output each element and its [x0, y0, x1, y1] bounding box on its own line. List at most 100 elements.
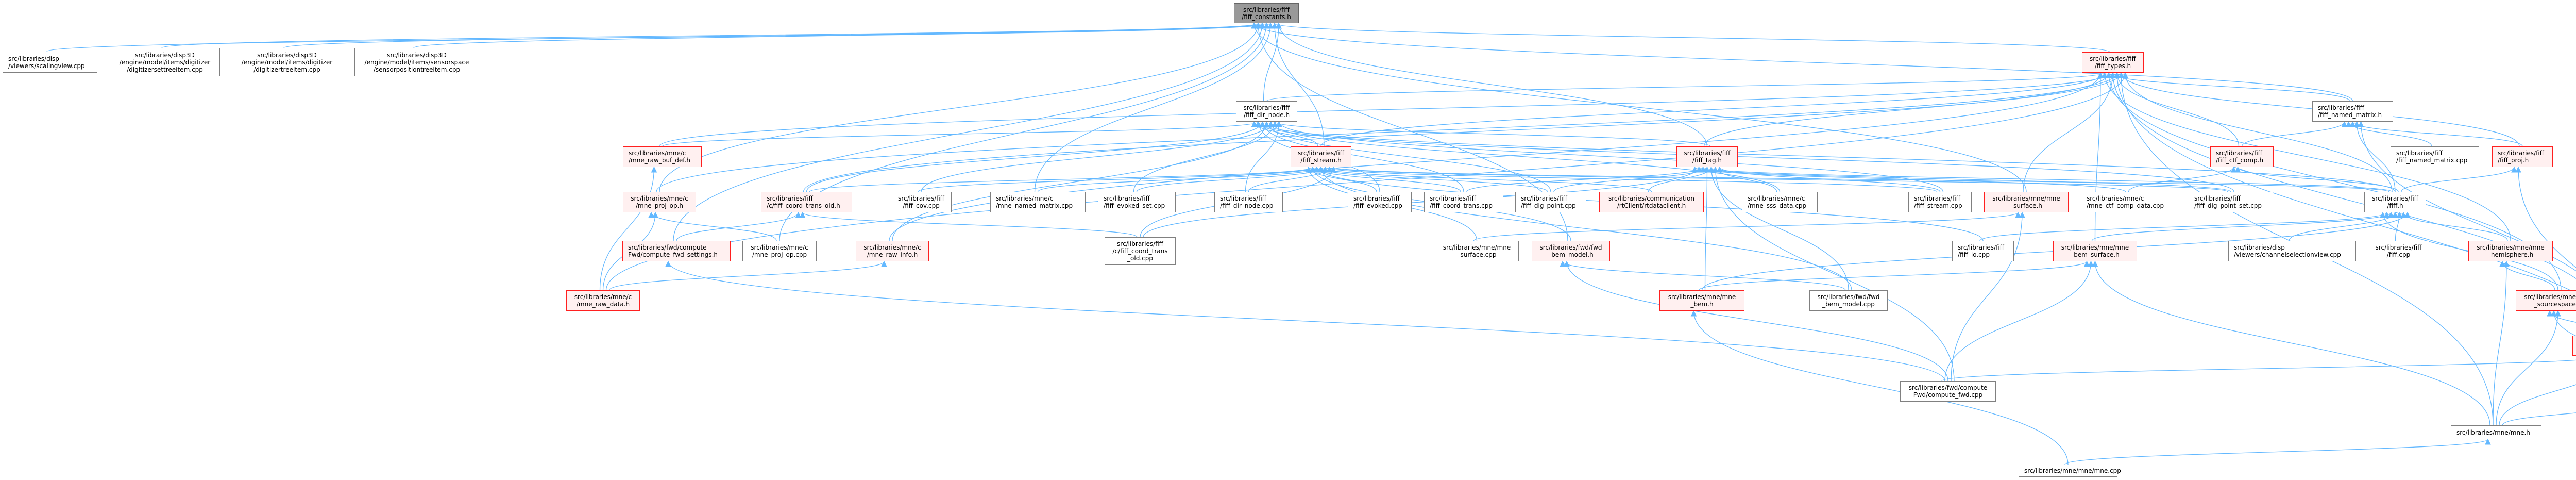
edge-compute-fwd-cpp-to-fiff-tag [1712, 166, 1955, 382]
edge-fiff-cov-cpp-to-fiff-dir-node-h [921, 121, 1274, 192]
graph-node-mne-bem-surface[interactable]: src/libraries/mne/mne_bem_surface.h [2053, 241, 2137, 261]
graph-node-fiff-dig-point-set-cpp[interactable]: src/libraries/fiff/fiff_dig_point_set.cp… [2189, 192, 2273, 212]
graph-node-mne-surface-cpp[interactable]: src/libraries/mne/mne_surface.cpp [1435, 241, 1519, 261]
graph-node-mne-raw-buf-def[interactable]: src/libraries/mne/c/mne_raw_buf_def.h [623, 146, 702, 167]
graph-node-fiff-cov-cpp[interactable]: src/libraries/fiff/fiff_cov.cpp [891, 192, 952, 212]
graph-node-fiff-types[interactable]: src/libraries/fiff/fiff_types.h [2082, 52, 2144, 73]
graph-node-mne-raw-data[interactable]: src/libraries/mne/c/mne_raw_data.h [566, 290, 640, 311]
edge-fiff-dig-point-set-cpp-to-fiff-tag [1696, 166, 2231, 192]
edge-mne-bem-to-mne-bem-surface [1698, 260, 2090, 291]
node-label-line: src/libraries/fiff [2375, 244, 2422, 251]
edge-mne-forwardsolution-to-mne-sourcespace [2547, 310, 2576, 323]
node-label-line: src/libraries/mne/c [631, 195, 688, 202]
edge-fiff-tag-to-fiff-dir-node-h [1272, 121, 1711, 147]
graph-node-mne-named-matrix-cpp[interactable]: src/libraries/mne/c/mne_named_matrix.cpp [990, 192, 1086, 212]
graph-node-fiff-stream-h[interactable]: src/libraries/fiff/fiff_stream.h [1291, 146, 1351, 167]
graph-node-fiff-evoked-cpp[interactable]: src/libraries/fiff/fiff_evoked.cpp [1348, 192, 1412, 212]
node-label-line: /viewers/scalingview.cpp [8, 62, 85, 70]
graph-node-fiff-dir-node-cpp[interactable]: src/libraries/fiff/fiff_dir_node.cpp [1214, 192, 1283, 212]
graph-node-fiff-h[interactable]: src/libraries/fiff/fiff.h [2364, 192, 2426, 212]
node-label-line: src/libraries/disp [8, 55, 59, 62]
node-label-line: _bem.h [1690, 301, 1714, 308]
edge-fiff-dig-point-set-cpp-to-fiff-stream-h [1326, 166, 2228, 192]
graph-node-mne-sourcespace[interactable]: src/libraries/mne/mne_sourcespace.h [2516, 290, 2576, 311]
edge-mne-cpp-to-mne-bem [1690, 310, 2069, 465]
graph-node-fiff-proj[interactable]: src/libraries/fiff/fiff_proj.h [2492, 146, 2553, 167]
node-label-line: src/libraries/fiff [2372, 195, 2418, 202]
graph-node-fwd-bem-model-h[interactable]: src/libraries/fwd/fwd_bem_model.h [1532, 241, 1610, 261]
node-label-line: src/libraries/mne/c [1748, 195, 1805, 202]
edge-fiff-dir-node-h-to-fiff-constants [1263, 22, 1282, 102]
graph-node-fiff-dir-node-h[interactable]: src/libraries/fiff/fiff_dir_node.h [1236, 101, 1297, 122]
graph-node-fiff-ctf-comp[interactable]: src/libraries/fiff/fiff_ctf_comp.h [2210, 146, 2274, 167]
graph-node-fwd-bem-model-cpp[interactable]: src/libraries/fwd/fwd_bem_model.cpp [1809, 290, 1888, 311]
node-label-line: /fiff_dig_point.cpp [1521, 202, 1576, 209]
graph-node-fiff-coord-trans-old-h[interactable]: src/libraries/fiff/c/fiff_coord_trans_ol… [761, 192, 852, 212]
graph-node-channelselectionview[interactable]: src/libraries/disp/viewers/channelselect… [2228, 241, 2356, 261]
graph-node-sensorposition[interactable]: src/libraries/disp3D/engine/model/items/… [354, 48, 479, 76]
node-label-line: /fiff_stream.cpp [1914, 202, 1962, 209]
edge-compute-fwd-cpp-to-mne-bem-surface [1944, 260, 2094, 382]
graph-node-mne-raw-info[interactable]: src/libraries/mne/c/mne_raw_info.h [856, 241, 929, 261]
graph-node-mne-proj-op-h[interactable]: src/libraries/mne/c/mne_proj_op.h [623, 192, 696, 212]
graph-node-fiff-evoked-set-cpp[interactable]: src/libraries/fiff/fiff_evoked_set.cpp [1098, 192, 1176, 212]
edge-mne-bem-to-fiff-tag [1704, 166, 1710, 291]
graph-node-mne-cpp[interactable]: src/libraries/mne/mne/mne.cpp [2019, 465, 2121, 477]
graph-node-fiff-named-matrix-cpp[interactable]: src/libraries/fiff/fiff_named_matrix.cpp [2391, 146, 2479, 167]
node-label-line: /mne_raw_buf_def.h [629, 157, 691, 164]
node-label-line: src/libraries/mne/c [2087, 195, 2144, 202]
node-label-line: src/libraries/fiff [767, 195, 813, 202]
edge-fiff-h-to-fiff-ctf-comp [2234, 166, 2399, 192]
edge-fiff-ctf-comp-to-fiff-types [2114, 72, 2240, 147]
graph-node-mne-bem[interactable]: src/libraries/mne/mne_bem.h [1659, 290, 1744, 311]
edge-fiff-tag-to-fiff-constants [1276, 22, 1708, 147]
edge-fiff-ctf-comp-to-fiff-named-matrix-h [2241, 121, 2348, 147]
node-label-line: /fiff_evoked.cpp [1353, 202, 1402, 209]
graph-node-scalingview[interactable]: src/libraries/disp/viewers/scalingview.c… [3, 52, 97, 73]
edge-fiff-stream-h-to-fiff-dir-node-h [1251, 121, 1318, 147]
graph-node-mne-proj-op-cpp[interactable]: src/libraries/mne/c/mne_proj_op.cpp [742, 241, 817, 261]
graph-node-fiff-io-cpp[interactable]: src/libraries/fiff/fiff_io.cpp [1952, 241, 2014, 261]
node-label-line: src/libraries/fiff [1353, 195, 1400, 202]
edge-mne-surface-h-to-fiff-types [2023, 72, 2116, 192]
graph-node-mne-ctf-comp-data-cpp[interactable]: src/libraries/mne/c/mne_ctf_comp_data.cp… [2081, 192, 2176, 212]
graph-node-digitizerset[interactable]: src/libraries/disp3D/engine/model/items/… [110, 48, 220, 76]
node-label-line: src/libraries/fiff [1298, 150, 1344, 157]
graph-node-fiff-coord-trans-old-cpp[interactable]: src/libraries/fiff/c/fiff_coord_trans_ol… [1105, 237, 1176, 265]
edge-fiff-dir-node-cpp-to-fiff-dir-node-h [1245, 121, 1282, 192]
graph-node-fiff-dig-point-cpp[interactable]: src/libraries/fiff/fiff_dig_point.cpp [1515, 192, 1586, 212]
node-label-line: /engine/model/items/sensorspace [364, 58, 469, 66]
node-label-line: /fiff_named_matrix.cpp [2396, 157, 2468, 164]
graph-node-fiff-stream-cpp[interactable]: src/libraries/fiff/fiff_stream.cpp [1908, 192, 1972, 212]
graph-node-digitizer[interactable]: src/libraries/disp3D/engine/model/items/… [232, 48, 342, 76]
node-label-line: _surface.cpp [1457, 251, 1497, 258]
edge-fiff-coord-trans-cpp-to-fiff-dir-node-h [1259, 121, 1464, 192]
graph-node-mne-hemisphere[interactable]: src/libraries/mne/mne_hemisphere.h [2468, 241, 2553, 261]
edge-mne-forwardsolution-to-fiff-types [2110, 72, 2576, 279]
node-label-line: src/libraries/fiff [1430, 195, 1476, 202]
edge-mne-inverse-operator-to-fiff-types [2114, 72, 2576, 294]
edge-mne-raw-data-to-mne-raw-info [608, 260, 887, 291]
node-label-line: src/libraries/fiff [1104, 195, 1150, 202]
graph-node-fiff-coord-trans-cpp[interactable]: src/libraries/fiff/fiff_coord_trans.cpp [1424, 192, 1503, 212]
edge-fwd-bem-model-cpp-to-fiff-tag [1708, 166, 1849, 291]
graph-node-fiff-cpp[interactable]: src/libraries/fiff/fiff.cpp [2368, 241, 2429, 261]
graph-node-mne-forwardsolution[interactable]: src/libraries/mne/mne_forwardsolution.h [2572, 336, 2576, 356]
node-label-line: src/libraries/mne/c [863, 244, 921, 251]
edge-layer [46, 22, 2576, 465]
edge-mne-forwardsolution-to-fiff-named-matrix-h [2358, 121, 2576, 272]
graph-node-mne-surface-h[interactable]: src/libraries/mne/mne_surface.h [1984, 192, 2069, 212]
graph-node-rtdataclient[interactable]: src/libraries/communication/rtClient/rtd… [1599, 192, 1704, 212]
edge-fiff-coord-trans-old-h-to-fiff-stream-h [809, 166, 1316, 192]
graph-node-mne-sss-data-cpp[interactable]: src/libraries/mne/c/mne_sss_data.cpp [1742, 192, 1818, 212]
node-label-line: src/libraries/fiff [1521, 195, 1567, 202]
node-label-line: /mne_proj_op.h [635, 202, 684, 209]
graph-node-mne-h[interactable]: src/libraries/mne/mne.h [2451, 425, 2541, 439]
graph-node-fiff-tag[interactable]: src/libraries/fiff/fiff_tag.h [1676, 146, 1738, 167]
node-label-line: src/libraries/mne/c [996, 195, 1054, 202]
node-label-line: _bem_surface.h [2071, 251, 2120, 258]
graph-node-fiff-named-matrix-h[interactable]: src/libraries/fiff/fiff_named_matrix.h [2312, 101, 2393, 122]
graph-node-fiff-constants[interactable]: src/libraries/fiff/fiff_constants.h [1234, 3, 1299, 23]
